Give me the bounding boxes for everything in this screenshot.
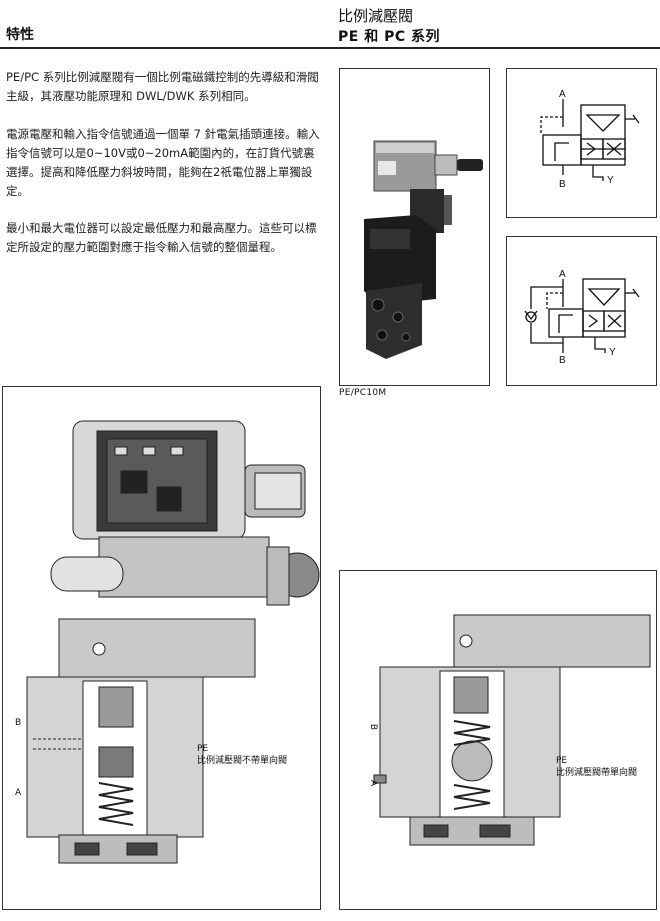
hydraulic-symbol-pc: A B Y [524, 269, 640, 366]
section-drawing-pe [26, 420, 320, 864]
section-pe-port-b: B [15, 718, 22, 728]
section-pe-caption-2: 比例減壓閥不帶單向閥 [197, 756, 288, 766]
symbol1-port-y: Y [607, 175, 614, 186]
paragraph-potentiometer: 最小和最大電位器可以設定最低壓力和最高壓力。這些可以標定所設定的壓力範圍對應于指… [6, 221, 317, 254]
symbol2-port-y: Y [609, 347, 616, 358]
symbol1-port-a: A [559, 89, 566, 100]
product-title: 比例減壓閥 [338, 7, 414, 25]
section-pe-caption-1: PE [197, 744, 209, 754]
paragraph-signal: 電源電壓和輸入指令信號通過一個單 7 針電氣插頭連接。輸入指令信號可以是0~10… [6, 127, 320, 198]
symbol1-port-b: B [559, 179, 566, 190]
section-title: 特性 [6, 27, 34, 43]
section-pc-port-b: B [368, 723, 379, 731]
section-drawing-pc [373, 614, 651, 846]
section-drawing-frame-pc: B A PE 比例減壓閥帶單向閥 [339, 570, 657, 910]
section-pe-port-a: A [15, 788, 22, 798]
paragraph-intro: PE/PC 系列比例減壓閥有一個比例電磁鐵控制的先導級和滑閥主級，其液壓功能原理… [6, 70, 319, 103]
hydraulic-symbol-pe: A B Y [540, 89, 640, 190]
symbol2-port-a: A [559, 269, 566, 280]
symbol2-port-b: B [559, 355, 566, 366]
photo-caption: PE/PC10M [339, 388, 387, 398]
section-drawing-frame-pe: B A PE 比例減壓閥不帶單向閥 [2, 386, 321, 910]
product-photo [364, 140, 483, 359]
header-rule [0, 47, 660, 49]
section-pc-port-a: A [368, 779, 379, 787]
section-pc-caption-2: 比例減壓閥帶單向閥 [556, 768, 638, 778]
section-pc-caption-1: PE [556, 756, 568, 766]
product-photo-frame [339, 68, 490, 386]
hydraulic-symbol-frame-1: A B Y [506, 68, 657, 218]
hydraulic-symbol-frame-2: A B Y [506, 236, 657, 386]
product-series: PE 和 PC 系列 [338, 29, 440, 45]
